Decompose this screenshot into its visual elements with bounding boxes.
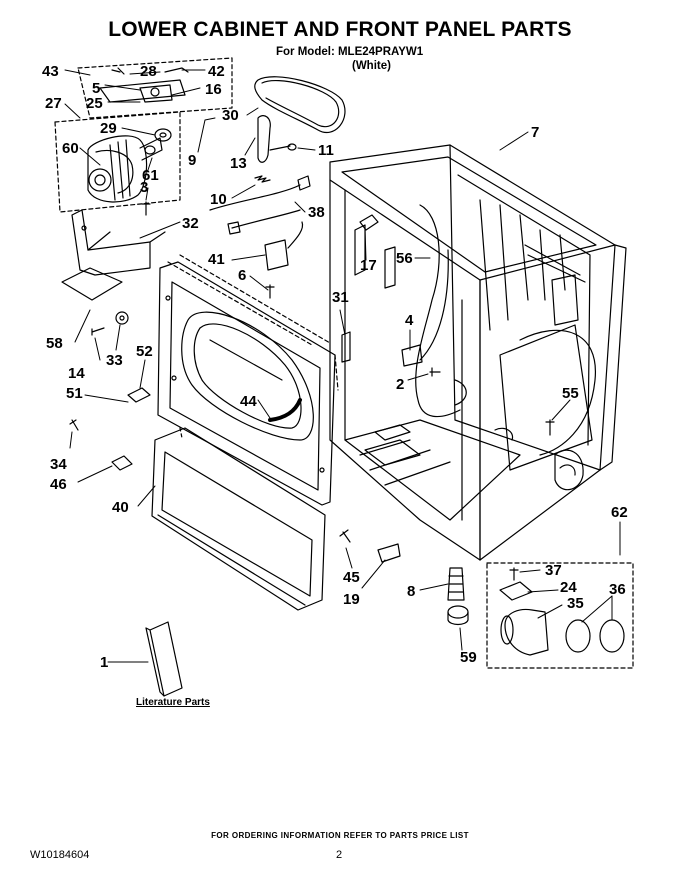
spring-and-harness (209, 175, 311, 271)
callout-34: 34 (50, 456, 67, 473)
callout-51: 51 (66, 385, 83, 402)
drive-belt (254, 76, 346, 133)
group-box-27 (54, 111, 181, 213)
callout-6: 6 (238, 267, 246, 284)
drive-motor (87, 135, 163, 203)
toe-panel (151, 427, 326, 611)
callout-38: 38 (308, 204, 325, 221)
literature-booklet (145, 621, 183, 697)
idler-parts (144, 128, 172, 155)
document-number: W10184604 (30, 849, 90, 861)
callout-42: 42 (208, 63, 225, 80)
callout-28: 28 (140, 63, 157, 80)
callout-4: 4 (405, 312, 414, 329)
callout-60: 60 (62, 140, 79, 157)
callout-13: 13 (230, 155, 247, 172)
callout-25: 25 (86, 95, 103, 112)
callout-56: 56 (396, 250, 413, 267)
tensioner (257, 115, 297, 163)
callout-58: 58 (46, 335, 63, 352)
callout-33: 33 (106, 352, 123, 369)
callout-16: 16 (205, 81, 222, 98)
callout-10: 10 (210, 191, 227, 208)
motor-bracket (71, 209, 166, 276)
callout-59: 59 (460, 649, 477, 666)
callout-30: 30 (222, 107, 239, 124)
callout-11: 11 (318, 142, 334, 159)
callout-43: 43 (42, 63, 59, 80)
callout-37: 37 (545, 562, 562, 579)
model-line: For Model: MLE24PRAYW1 (276, 46, 424, 58)
callout-61: 61 (142, 167, 159, 184)
callout-7: 7 (531, 124, 539, 141)
callout-2: 2 (396, 376, 404, 393)
callout-27: 27 (45, 95, 62, 112)
callout-52: 52 (136, 343, 153, 360)
callout-14: 14 (68, 365, 85, 382)
idler-bracket (99, 67, 189, 103)
callout-8: 8 (407, 583, 415, 600)
callout-35: 35 (567, 595, 584, 612)
callout-45: 45 (343, 569, 360, 586)
color-line: (White) (352, 60, 391, 72)
group-box-62 (486, 562, 634, 669)
callout-19: 19 (343, 591, 360, 608)
callout-9: 9 (188, 152, 196, 169)
callout-62: 62 (611, 504, 628, 521)
callout-32: 32 (182, 215, 199, 232)
callout-36: 36 (609, 581, 626, 598)
page-title: LOWER CABINET AND FRONT PANEL PARTS (108, 18, 572, 41)
callout-31: 31 (332, 289, 349, 306)
callout-41: 41 (208, 251, 225, 268)
callout-29: 29 (100, 120, 117, 137)
callout-44: 44 (240, 393, 257, 410)
callout-1: 1 (100, 654, 108, 671)
front-panel (157, 254, 339, 506)
callout-5: 5 (92, 80, 100, 97)
leader-lines (64, 69, 621, 663)
exhaust-vent-parts (499, 567, 625, 656)
callout-55: 55 (562, 385, 579, 402)
page-number: 2 (336, 849, 343, 861)
cabinet (329, 144, 627, 561)
callout-17: 17 (360, 257, 377, 274)
callout-40: 40 (112, 499, 129, 516)
callout-46: 46 (50, 476, 67, 493)
callout-numbers: 43 28 42 5 16 25 27 29 60 61 9 30 13 11 … (42, 63, 628, 708)
literature-parts-label: Literature Parts (136, 697, 210, 708)
ordering-note: FOR ORDERING INFORMATION REFER TO PARTS … (211, 831, 469, 840)
callout-24: 24 (560, 579, 577, 596)
small-parts (61, 201, 555, 626)
group-box-43 (77, 57, 233, 119)
callout-3: 3 (140, 179, 148, 196)
